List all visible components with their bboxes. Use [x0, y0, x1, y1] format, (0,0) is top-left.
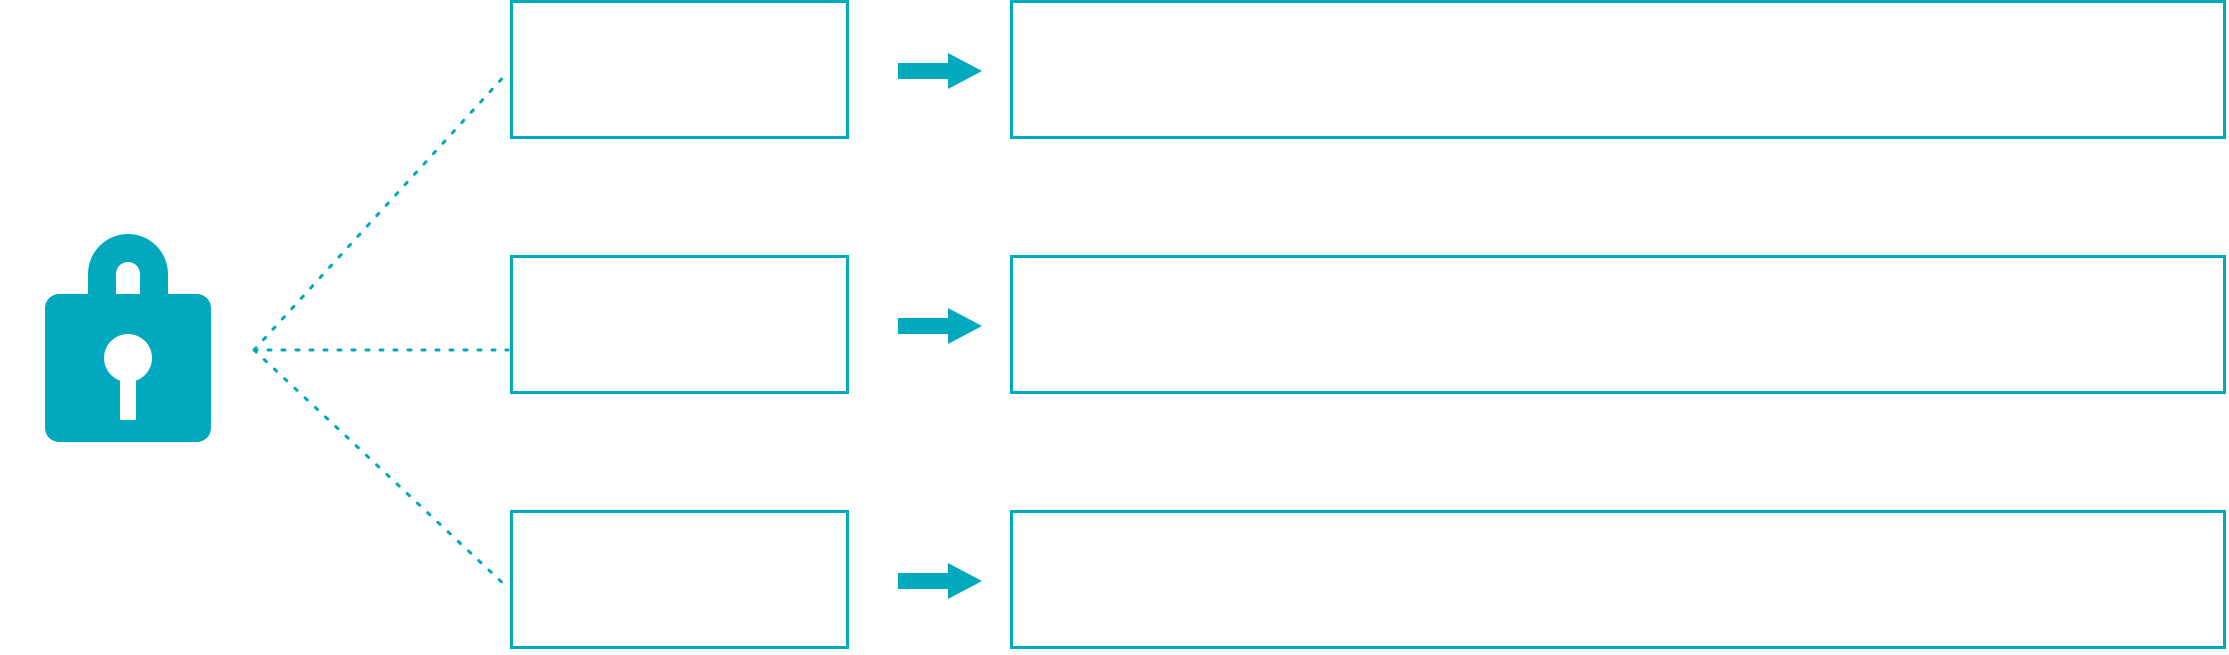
right-arrow-icon — [898, 53, 982, 89]
effect-box[interactable] — [1010, 255, 2226, 394]
cause-box[interactable] — [510, 510, 849, 649]
diagram-row — [0, 505, 2229, 655]
cause-box[interactable] — [510, 255, 849, 394]
cause-box[interactable] — [510, 0, 849, 139]
diagram-row — [0, 250, 2229, 405]
right-arrow-icon — [898, 563, 982, 599]
lock-icon — [45, 234, 211, 442]
diagram-row — [0, 0, 2229, 150]
effect-box[interactable] — [1010, 510, 2226, 649]
right-arrow-icon — [898, 308, 982, 344]
effect-box[interactable] — [1010, 0, 2226, 139]
